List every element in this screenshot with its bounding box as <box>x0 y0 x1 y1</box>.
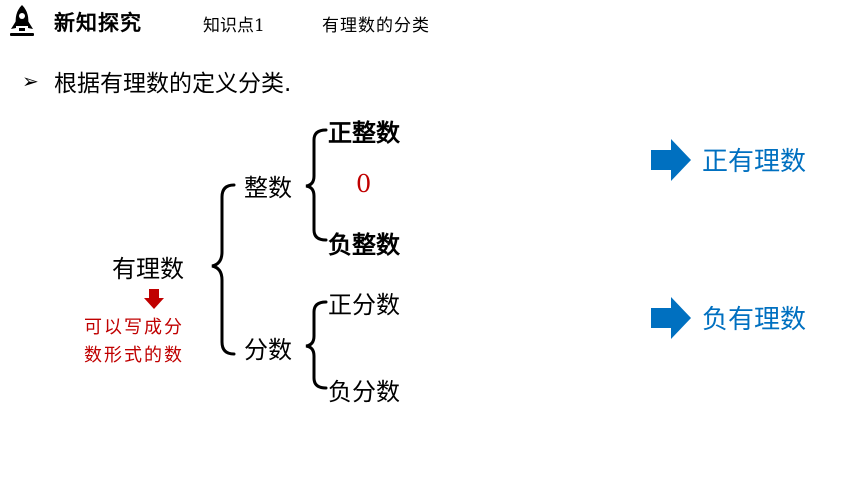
definition-note-line2: 数形式的数 <box>84 345 184 366</box>
knowledge-point-label: 知识点1 <box>203 16 265 36</box>
positive-fraction-label: 正分数 <box>328 291 400 319</box>
negative-rational-label: 负有理数 <box>702 305 807 335</box>
bullet-arrow-icon: ➢ <box>22 69 39 93</box>
positive-rational-label: 正有理数 <box>702 147 807 177</box>
integer-brace <box>305 128 328 242</box>
down-arrow-icon <box>144 289 164 309</box>
positive-integer-label: 正整数 <box>328 119 400 147</box>
right-arrow-icon <box>651 297 691 339</box>
fraction-brace <box>305 300 328 390</box>
rocket-icon <box>10 5 34 36</box>
definition-note-line1: 可以写成分 <box>84 317 184 338</box>
right-arrow-icon <box>651 139 691 181</box>
intro-text: 根据有理数的定义分类. <box>54 71 292 97</box>
negative-fraction-label: 负分数 <box>328 378 400 406</box>
negative-integer-label: 负整数 <box>328 231 400 259</box>
section-title: 新知探究 <box>54 11 142 35</box>
zero-label: 0 <box>356 170 372 198</box>
integer-label: 整数 <box>244 174 292 202</box>
topic-title: 有理数的分类 <box>322 16 430 36</box>
fraction-label: 分数 <box>244 336 292 364</box>
definition-note: 可以写成分 数形式的数 <box>84 314 184 370</box>
rational-number-label: 有理数 <box>112 255 184 283</box>
root-brace <box>211 183 236 356</box>
